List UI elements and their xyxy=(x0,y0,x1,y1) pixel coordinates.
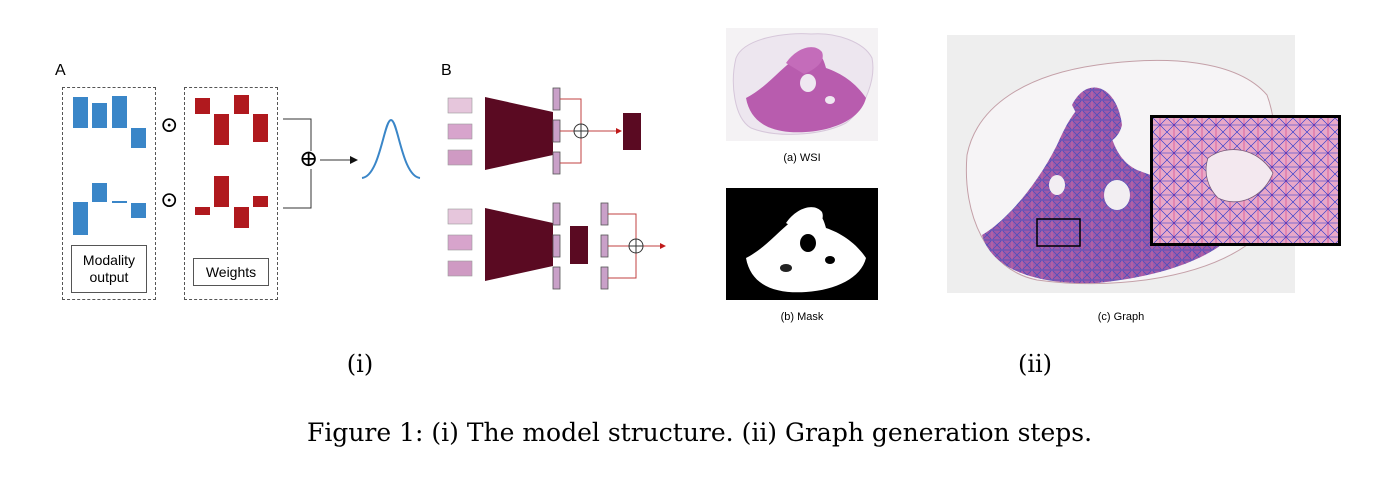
weights-bars-bottom xyxy=(195,176,268,228)
modality-output-box xyxy=(62,87,156,300)
panel-b-letter: B xyxy=(441,62,452,79)
modality-bars-top xyxy=(73,96,146,148)
patch-thumbnails-bottom xyxy=(447,208,473,277)
wsi-caption: (a) WSI xyxy=(783,152,821,164)
modality-bars-bottom xyxy=(73,183,146,235)
panel-a-diagram xyxy=(73,95,421,235)
panel-a-letter: A xyxy=(55,62,66,79)
elementwise-operator-top: ⊙ xyxy=(160,113,179,138)
features-bottom-2 xyxy=(600,202,609,290)
graph-zoom-inset xyxy=(1150,115,1341,246)
zoom-region-box xyxy=(1036,218,1081,247)
bracket-lines xyxy=(283,118,350,209)
weights-box xyxy=(184,87,278,300)
sum-operator: ⊕ xyxy=(299,146,319,172)
patch-thumbnails-top xyxy=(447,97,473,166)
mask-image xyxy=(726,188,878,300)
subfigure-label-ii: (ii) xyxy=(1017,350,1053,378)
panel-b-diagram xyxy=(447,87,666,290)
gaussian-curve xyxy=(361,118,421,179)
features-bottom xyxy=(552,202,561,290)
sum-arrowhead xyxy=(350,156,358,164)
feature-lines-top xyxy=(560,98,616,164)
weights-label: Weights xyxy=(193,258,269,286)
subfigure-label-i: (i) xyxy=(346,350,374,378)
wsi-image xyxy=(726,28,878,141)
encoder-top xyxy=(485,97,553,170)
weights-bars-top xyxy=(195,95,268,145)
features-top xyxy=(552,87,561,175)
feature-lines-bottom xyxy=(608,213,660,279)
mask-caption: (b) Mask xyxy=(780,311,824,323)
output-block-top xyxy=(623,113,641,150)
elementwise-operator-bottom: ⊙ xyxy=(160,188,179,213)
graph-caption: (c) Graph xyxy=(1097,311,1145,323)
middle-block-bottom xyxy=(570,226,588,264)
figure-caption: Figure 1: (i) The model structure. (ii) … xyxy=(306,418,1093,447)
encoder-bottom xyxy=(485,208,553,281)
modality-output-label: Modality output xyxy=(71,245,147,293)
